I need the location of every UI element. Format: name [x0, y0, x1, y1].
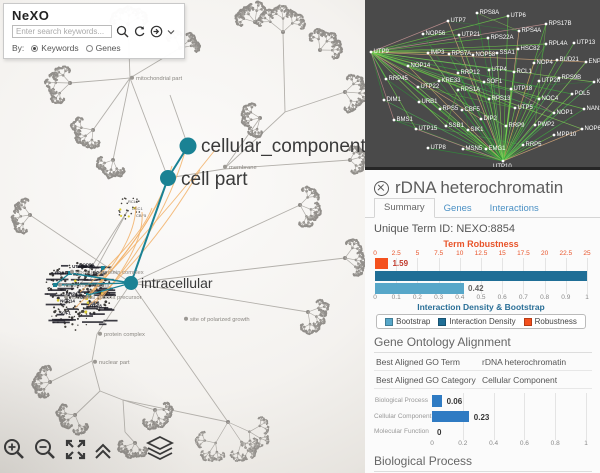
view-controls: [2, 435, 182, 466]
bar-interaction-density: [375, 270, 587, 281]
by-label: By:: [12, 43, 25, 53]
app-title: NeXO: [12, 8, 50, 23]
fit-view-button[interactable]: [64, 438, 87, 466]
term-details-panel: rDNA heterochromatin Summary Genes Inter…: [365, 170, 600, 473]
go-term-label: Best Aligned GO Term: [376, 356, 460, 367]
go-category-value: Cellular Component: [482, 374, 558, 385]
biological-process-heading: Biological Process: [374, 454, 592, 472]
bar-bootstrap: 0.42: [375, 283, 484, 294]
go-category-row: Best Aligned GO Category Cellular Compon…: [374, 371, 592, 389]
radio-keywords[interactable]: [31, 44, 39, 52]
go-category-label: Best Aligned GO Category: [376, 374, 476, 385]
bar-robustness: 1.59: [375, 258, 408, 269]
collapse-button[interactable]: [94, 441, 112, 466]
robustness-plot: 1.59 0.42: [375, 257, 588, 294]
refresh-icon[interactable]: [133, 25, 146, 38]
radio-keywords-label: Keywords: [41, 43, 79, 53]
robustness-axis-title: Interaction Density & Bootstrap: [417, 302, 545, 312]
ontology-network[interactable]: RPS1ANOP58RRP12UTP22RPS13CBF5RRP9UTP18NO…: [0, 0, 365, 473]
search-icon[interactable]: [116, 25, 129, 38]
go-icon[interactable]: [150, 25, 163, 38]
search-input[interactable]: [12, 25, 112, 38]
chevron-down-icon[interactable]: [167, 28, 175, 36]
term-title: rDNA heterochromatin: [395, 178, 564, 197]
close-icon[interactable]: [374, 180, 389, 196]
tab-genes[interactable]: Genes: [443, 203, 472, 214]
details-tabs: Summary Genes Interactions: [365, 198, 600, 218]
tab-summary[interactable]: Summary: [374, 198, 435, 218]
zoom-in-button[interactable]: [2, 437, 26, 466]
go-term-row: Best Aligned GO Term rDNA heterochromati…: [374, 353, 592, 371]
unique-term-id: Unique Term ID: NEXO:8854: [374, 223, 516, 235]
tab-interactions[interactable]: Interactions: [489, 203, 539, 214]
search-mode: By: Keywords Genes: [12, 43, 184, 53]
go-alignment-heading: Gene Ontology Alignment: [374, 335, 592, 353]
radio-genes-label: Genes: [95, 43, 121, 53]
radio-genes[interactable]: [85, 44, 93, 52]
zoom-out-button[interactable]: [33, 437, 57, 466]
robustness-chart-title: Term Robustness: [443, 239, 519, 249]
layers-button[interactable]: [145, 435, 175, 466]
search-panel: NeXO By: Keywords: [3, 3, 185, 59]
go-term-value: rDNA heterochromatin: [482, 356, 567, 367]
